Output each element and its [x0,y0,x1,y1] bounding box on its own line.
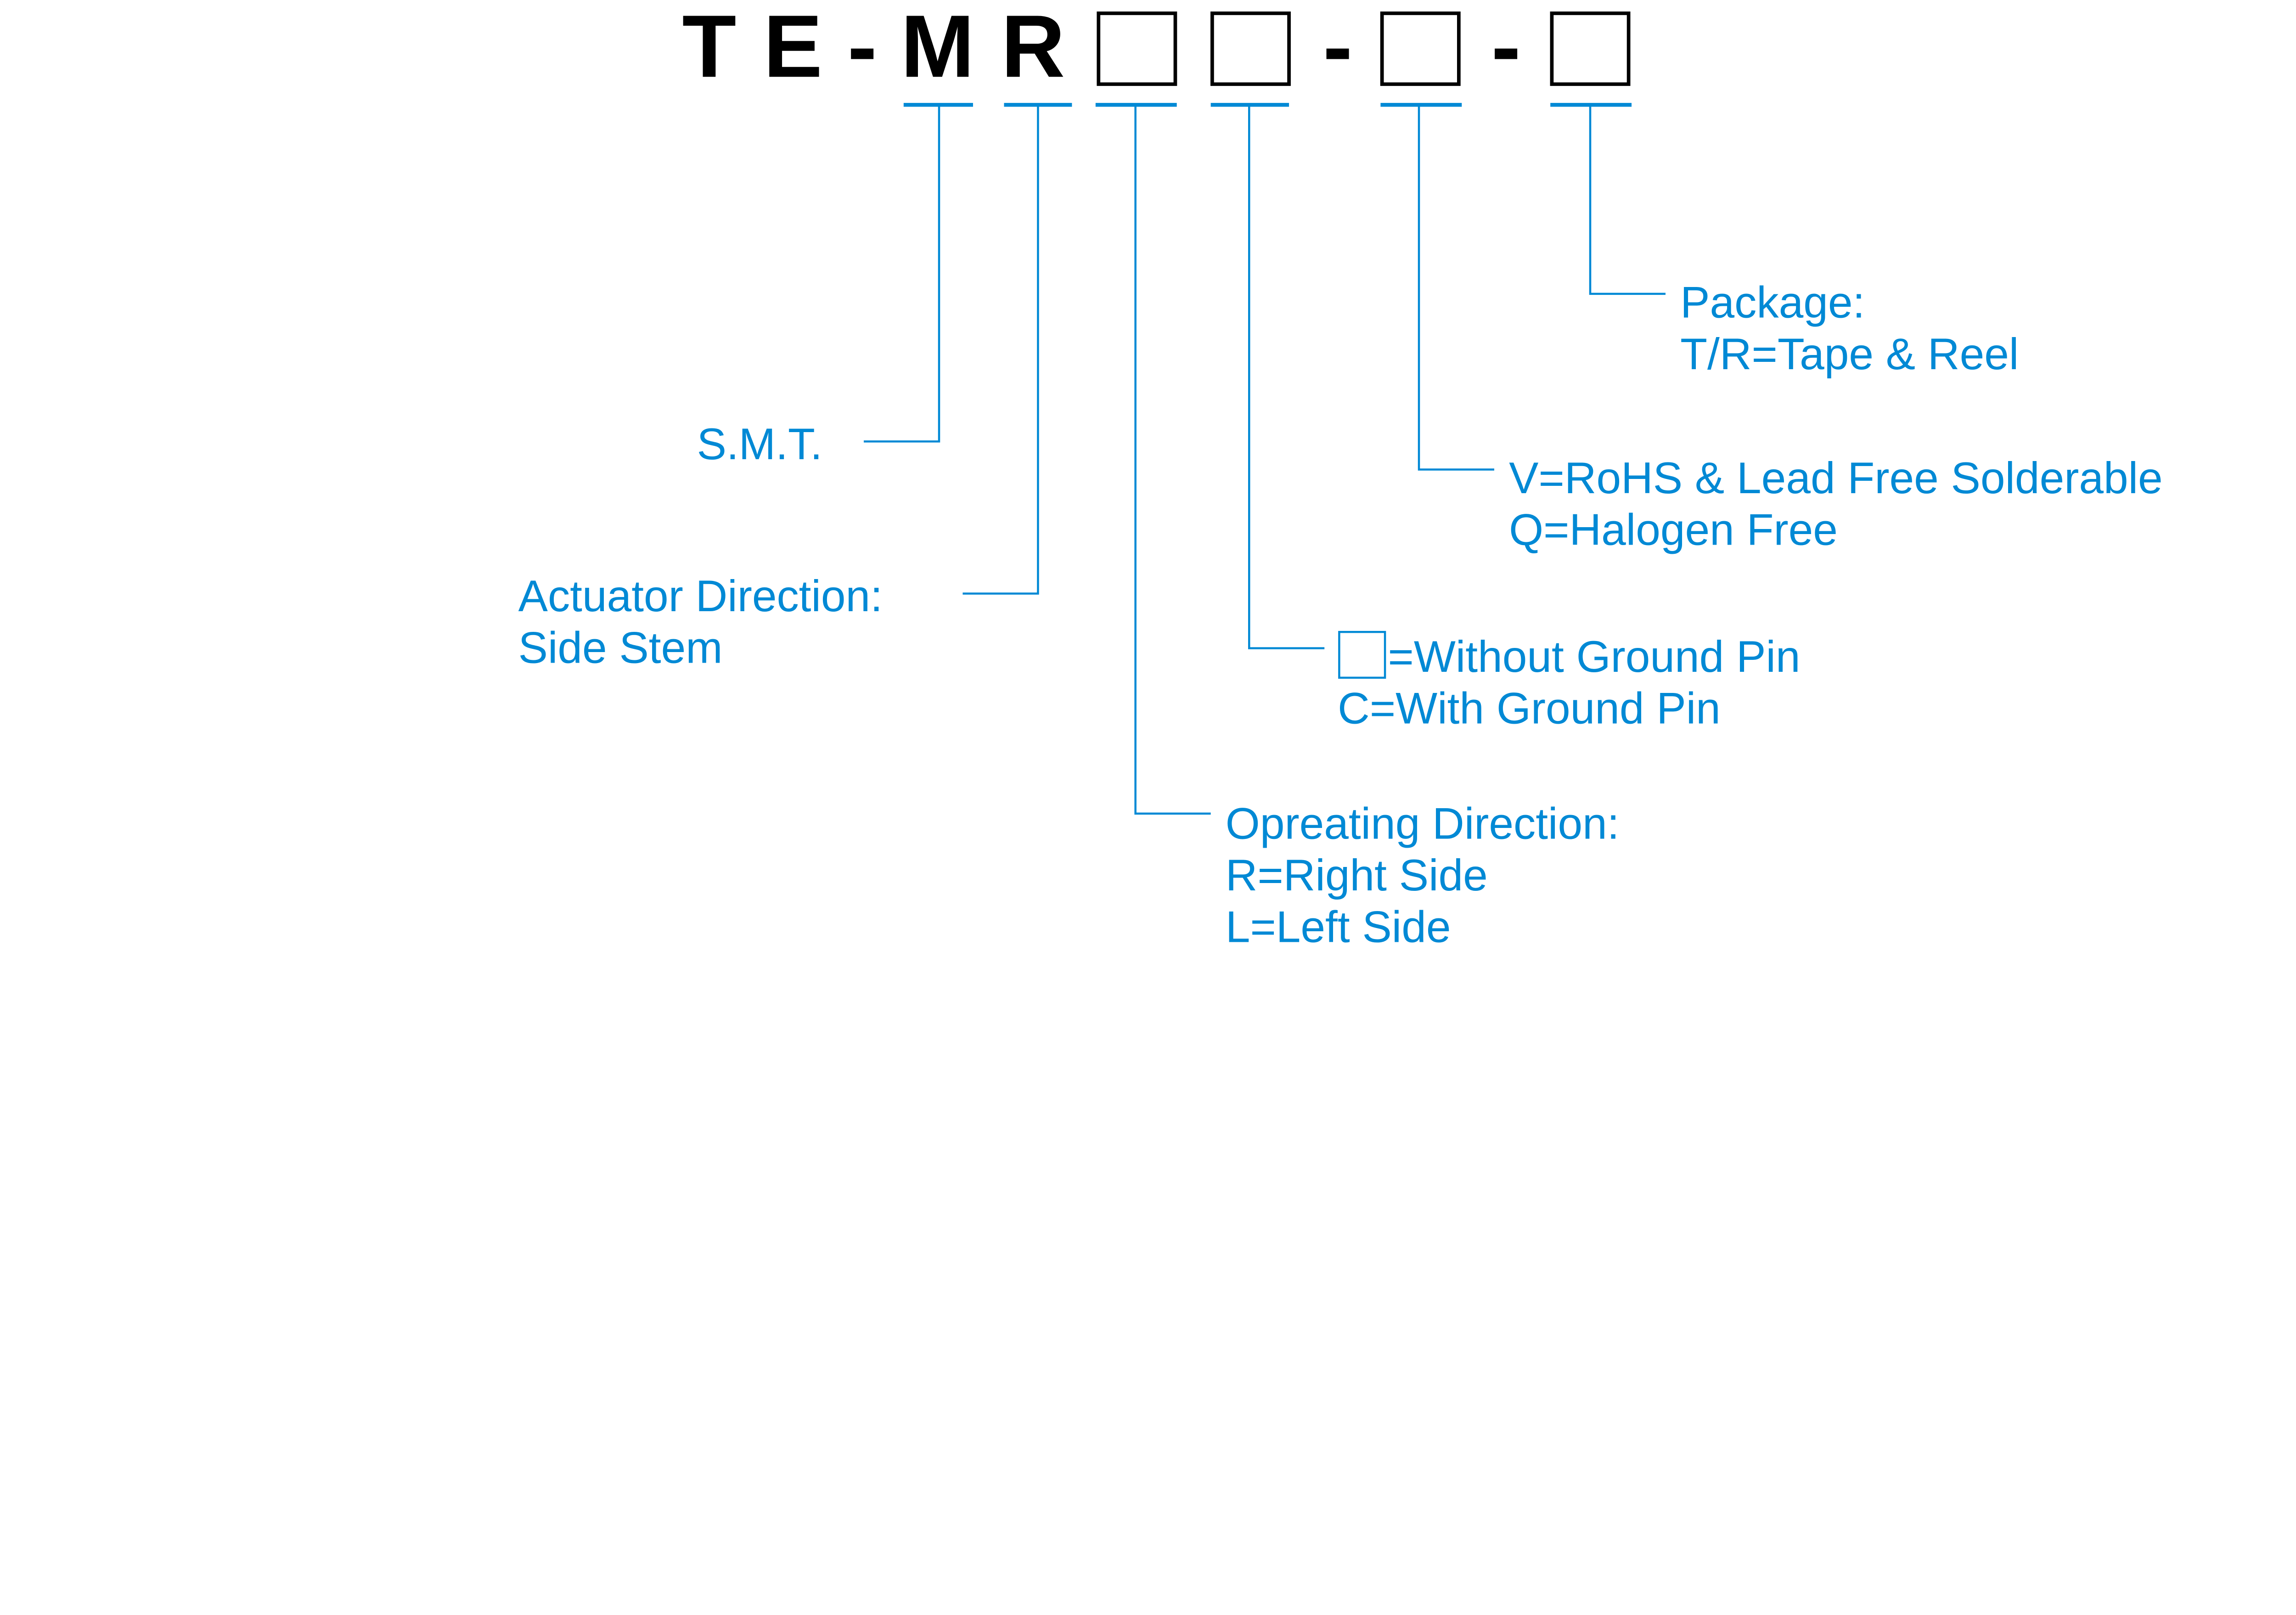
leader-smt [864,105,940,443]
leader-ground [1248,105,1325,649]
placeholder-box-package [1550,11,1631,86]
code-char-t: T [682,0,737,96]
empty-box-icon [1338,630,1386,679]
package-option: T/R=Tape & Reel [1680,330,2019,379]
operating-option-right: R=Right Side [1226,851,1488,900]
code-dash: - [1491,0,1521,96]
leader-lines [864,105,1666,815]
label-actuator: Actuator Direction: Side Stem [518,572,883,673]
leader-actuator [962,105,1039,595]
label-package: Package: T/R=Tape & Reel [1680,278,2019,379]
code-char-e: E [763,0,822,96]
placeholder-box-rohs [1380,11,1461,86]
label-operating: Opreating Direction: R=Right Side L=Left… [1226,799,1620,951]
operating-option-left: L=Left Side [1226,902,1451,951]
placeholder-box-operating [1097,11,1177,86]
actuator-title: Actuator Direction: [518,572,883,621]
part-code: T E - M R - - [682,0,1631,96]
ground-option-without: =Without Ground Pin [1388,632,1801,681]
rohs-option-q: Q=Halogen Free [1509,505,1838,554]
operating-title: Opreating Direction: [1226,799,1620,848]
rohs-option-v: V=RoHS & Lead Free Solderable [1509,454,2163,503]
label-ground-pin: =Without Ground Pin C=With Ground Pin [1338,630,1801,733]
ground-option-with: C=With Ground Pin [1338,684,1721,733]
code-dash: - [848,0,877,96]
label-rohs: V=RoHS & Lead Free Solderable Q=Halogen … [1509,454,2163,555]
label-smt: S.M.T. [697,420,822,469]
part-number-diagram: T E - M R - - S.M.T. Actuator Direction:… [518,0,2163,951]
code-dash: - [1323,0,1352,96]
placeholder-box-ground [1210,11,1291,86]
actuator-option: Side Stem [518,624,723,673]
leader-operating [1134,105,1211,815]
leader-package [1589,105,1666,295]
code-char-m: M [900,0,974,96]
leader-rohs [1418,105,1495,471]
package-title: Package: [1680,278,1865,327]
code-char-r: R [1001,0,1065,96]
